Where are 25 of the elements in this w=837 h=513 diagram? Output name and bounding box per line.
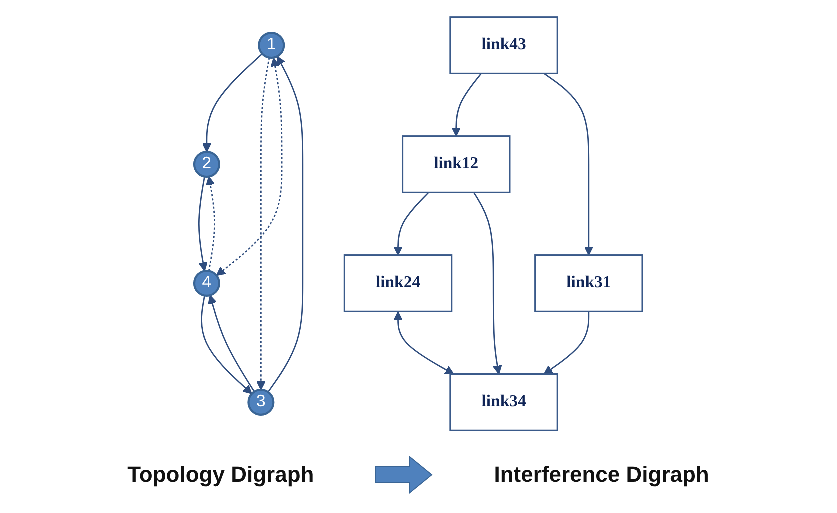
node-box: link31 [534,254,644,312]
arrow [208,294,256,392]
node-box: link12 [402,135,511,193]
arrow [544,311,590,374]
arrow [206,176,216,271]
arrow [544,72,594,256]
arrow [201,295,252,394]
arrow [216,57,283,276]
node-circle: 3 [248,388,275,416]
node-box: link24 [344,254,453,312]
diagram-caption: Interference Digraph [494,462,710,488]
diagram-caption: Topology Digraph [128,462,314,488]
node-circle: 1 [258,32,286,59]
arrow [268,56,304,392]
arrow [394,311,454,374]
arrow [202,52,263,152]
arrow [394,192,430,256]
node-box: link34 [450,373,558,431]
arrow [473,192,502,374]
arrow [198,176,208,272]
arrow [452,72,482,136]
arrow [256,57,270,390]
node-circle: 2 [193,150,220,178]
node-circle: 4 [193,269,220,296]
node-box: link43 [450,16,558,74]
